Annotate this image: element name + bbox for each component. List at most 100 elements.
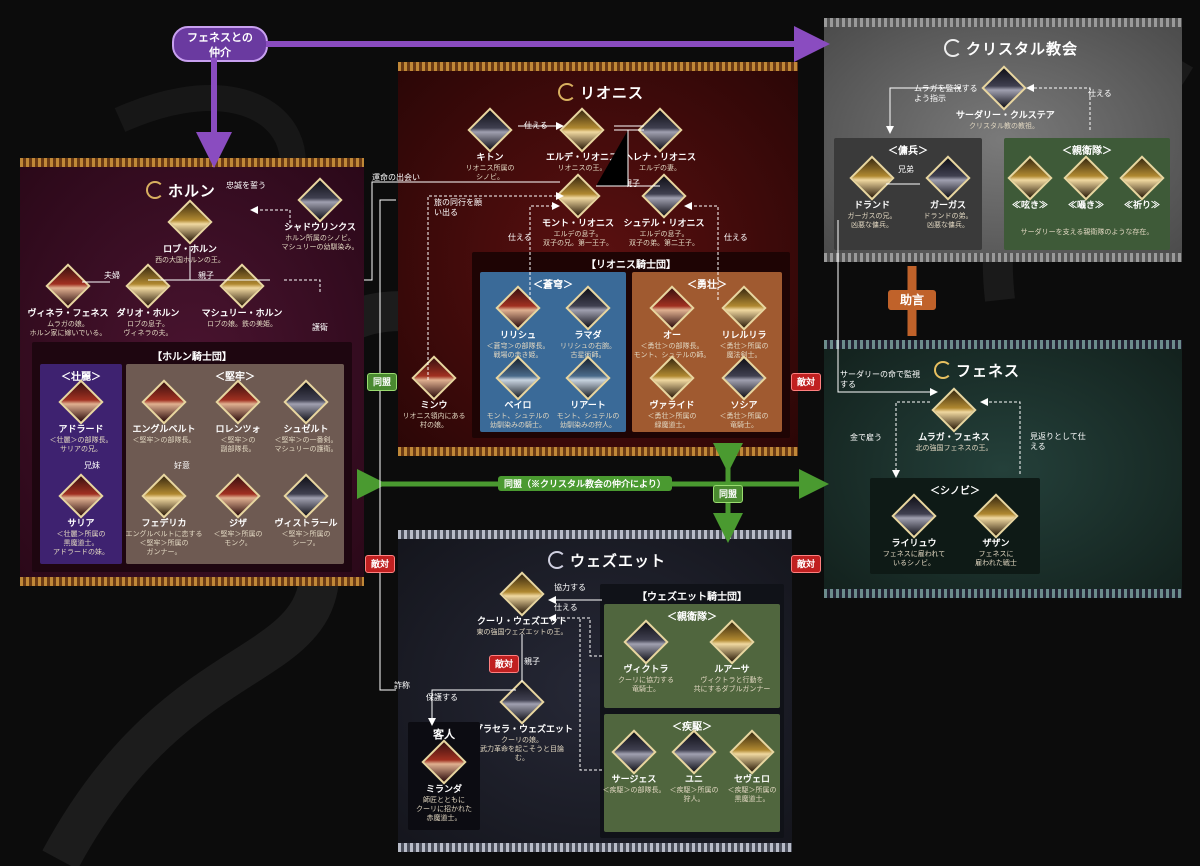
rel-fate: 運命の出会い [372, 173, 420, 182]
char-muraga[interactable]: ムラガ・フェネス北の強国フェネスの王。 [906, 387, 1002, 453]
char-jiza[interactable]: ジザ＜堅牢＞所属の モンク。 [190, 473, 286, 548]
lionis-title: リオニス [558, 82, 644, 103]
char-kiton[interactable]: キトンリオニス所属の シノビ。 [442, 107, 538, 182]
portrait [623, 619, 669, 665]
crystal-panel: クリスタル教会 サーダリー・クルステアクリスタル教の教祖。 ムラガを監視するよう… [824, 18, 1182, 262]
unit-shinobi: ＜シノビ＞ ライリュウフェネスに雇われて いるシノビ。 ザザンフェネスに 雇われ… [870, 478, 1040, 574]
portrait [141, 379, 187, 425]
ally-horn-lionis: 同盟 [367, 367, 397, 397]
char-engelbert[interactable]: エングルベルト＜堅牢＞の部隊長。 [116, 379, 212, 445]
fenes-emblem-icon [934, 361, 952, 379]
portrait [141, 473, 187, 519]
rel-monitor: サーダリーの命で監視する [840, 370, 920, 390]
portrait [555, 173, 601, 219]
crystal-emblem-icon [944, 39, 962, 57]
lionis-knights-title: 【リオニス騎士団】 [586, 260, 676, 271]
char-whisper[interactable]: ≪囁き≫ [1038, 155, 1134, 212]
char-shadowlynx[interactable]: シャドウリンクスホルン所属のシノビ。 マシュリーの幼馴染み。 [272, 177, 368, 252]
portrait [297, 177, 343, 223]
portrait [641, 173, 687, 219]
char-vistral[interactable]: ヴィストラール＜堅牢＞所属の シーフ。 [258, 473, 354, 548]
ally-lionis-wezet: 同盟 [713, 479, 743, 509]
char-kuri[interactable]: クーリ・ウェズエット東の強国ウェズエットの王。 [474, 571, 570, 637]
char-mashury[interactable]: マシュリー・ホルンロブの娘。鉄の美姫。 [194, 263, 290, 329]
char-prayer[interactable]: ≪祈り≫ [1094, 155, 1190, 212]
unit-wezet-guard: ＜親衛隊＞ ヴィクトラクーリに協力する 竜騎士。 ルアーサヴィクトラと行動を 共… [604, 604, 780, 708]
portrait [925, 155, 971, 201]
char-lob[interactable]: ロブ・ホルン西の大国ホルンの王。 [142, 199, 238, 265]
wezet-knights: 【ウェズエット騎士団】 ＜親衛隊＞ ヴィクトラクーリに協力する 竜騎士。 ルアー… [600, 584, 784, 838]
portrait [565, 285, 611, 331]
char-mont[interactable]: モント・リオニスエルデの息子。 双子の兄。第一王子。 [530, 173, 626, 248]
char-mutter[interactable]: ≪呟き≫ [982, 155, 1078, 212]
char-miranda[interactable]: ミランダ師匠とともに クーリに招かれた 赤魔道士。 [396, 739, 492, 823]
horn-knights-title: 【ホルン騎士団】 [152, 352, 232, 363]
char-luasa[interactable]: ルアーサヴィクトラと行動を 共にするダブルガンナー [684, 619, 780, 694]
char-vinera[interactable]: ヴィネラ・フェネスムラガの娘。 ホルン家に嫁いでいる。 [20, 263, 116, 338]
enemy-kuri-grasera: 敵対 [489, 649, 519, 679]
unit-crystal-guard: ＜親衛隊＞ ≪呟き≫ ≪囁き≫ ≪祈り≫ サーダリーを支える親衛隊のような存在。 [1004, 138, 1170, 250]
portrait [565, 355, 611, 401]
char-helena[interactable]: ヘレナ・リオニスエルデの妻。 [612, 107, 708, 173]
advice-label: 助言 [888, 290, 936, 310]
portrait [58, 379, 104, 425]
rel-journey: 旅の同行を願い出る [434, 198, 482, 218]
portrait [981, 65, 1027, 111]
char-sonia[interactable]: ソシア＜勇壮＞所属の 竜騎士。 [696, 355, 792, 430]
char-sages[interactable]: サージェス＜疾駆＞の部隊長。 [586, 729, 682, 795]
char-minu[interactable]: ミンウリオニス領内にある 村の娘。 [386, 355, 482, 430]
rel-parent: 親子 [624, 179, 640, 188]
portrait [495, 285, 541, 331]
char-gargas[interactable]: ガーガスドランドの弟。 凶悪な傭兵。 [900, 155, 996, 230]
char-elde[interactable]: エルデ・リオニスリオニスの王。 [534, 107, 630, 173]
horn-emblem-icon [146, 181, 164, 199]
unit-kenrou: ＜堅牢＞ エングルベルト＜堅牢＞の部隊長。 ロレンツォ＜堅牢＞の 副部隊長。 シ… [126, 364, 344, 564]
portrait [219, 263, 265, 309]
portrait [167, 199, 213, 245]
char-grasera[interactable]: グラセラ・ウェズエットクーリの娘。 武力革命を起こそうと目論む。 [474, 679, 573, 763]
rel-serve-left: 仕える [508, 233, 532, 242]
char-saria[interactable]: サリア＜壮麗＞所属の 黒魔道士。 アドラードの妹。 [33, 473, 129, 557]
rel-sibling: 兄妹 [84, 461, 100, 470]
portrait [411, 355, 457, 401]
horn-knights: 【ホルン騎士団】 ＜壮麗＞ アドラード＜壮麗＞の部隊長。 サリアの兄。 兄妹 サ… [32, 342, 352, 572]
lionis-panel: リオニス キトンリオニス所属の シノビ。 エルデ・リオニスリオニスの王。 ヘレナ… [398, 62, 798, 456]
char-beiro[interactable]: ベイロモント、シュテルの 幼馴染みの騎士。 [470, 355, 566, 430]
rel-parent: 親子 [198, 271, 214, 280]
rel-protect: 保護する [426, 693, 458, 702]
char-federica[interactable]: フェデリカエングルベルトに恋する ＜堅牢＞所属の ガンナー。 [116, 473, 212, 557]
char-liart[interactable]: リアートモント、シュテルの 幼馴染みの狩人。 [540, 355, 636, 430]
rel-escort: 護衛 [312, 323, 328, 332]
char-zazan[interactable]: ザザンフェネスに 雇われた戦士 [948, 493, 1044, 568]
char-dario[interactable]: ダリオ・ホルンロブの息子。 ヴィネラの夫。 [100, 263, 196, 338]
portrait [729, 729, 775, 775]
char-schzelt[interactable]: シュゼルト＜堅牢＞の一番剣。 マシュリーの護衛。 [258, 379, 354, 454]
char-raiyu[interactable]: ライリュウフェネスに雇われて いるシノビ。 [866, 493, 962, 568]
rel-couple: 夫婦 [104, 271, 120, 280]
char-oh[interactable]: オー＜勇壮＞の部隊長。 モント、シュテルの師。 [624, 285, 720, 360]
guard-desc: サーダリーを支える親衛隊のような存在。 [1020, 228, 1154, 236]
horn-panel: ホルン ロブ・ホルン西の大国ホルンの王。 シャドウリンクスホルン所属のシノビ。 … [20, 158, 364, 586]
char-vaaride[interactable]: ヴァライド＜勇壮＞所属の 緑魔道士。 [624, 355, 720, 430]
char-sadaly[interactable]: サーダリー・クルステアクリスタル教の教祖。 [956, 65, 1055, 131]
rel-watch-order: ムラガを監視するよう指示 [914, 84, 978, 104]
char-victra[interactable]: ヴィクトラクーリに協力する 竜騎士。 [598, 619, 694, 694]
wezet-panel: ウェズエット クーリ・ウェズエット東の強国ウェズエットの王。 グラセラ・ウェズエ… [394, 530, 792, 852]
portrait [721, 355, 767, 401]
char-adorado[interactable]: アドラード＜壮麗＞の部隊長。 サリアの兄。 [33, 379, 129, 454]
char-yuni[interactable]: ユニ＜疾駆＞所属の 狩人。 [646, 729, 742, 804]
portrait [215, 473, 261, 519]
rel-brothers: 兄弟 [898, 165, 914, 174]
portrait [58, 473, 104, 519]
portrait [421, 739, 467, 785]
portrait [709, 619, 755, 665]
rel-crush: 好意 [174, 461, 190, 470]
char-lilelilla[interactable]: リレルリラ＜勇壮＞所属の 魔法剣士。 [696, 285, 792, 360]
char-schtel[interactable]: シュテル・リオニスエルデの息子。 双子の弟。第二王子。 [616, 173, 712, 248]
char-sevelo[interactable]: セヴェロ＜疾駆＞所属の 黒魔道士。 [704, 729, 800, 804]
rel-serve: 仕える [524, 121, 548, 130]
char-lorenzo[interactable]: ロレンツォ＜堅牢＞の 副部隊長。 [190, 379, 286, 454]
rel-serve-right: 仕える [724, 233, 748, 242]
fenes-intro-label: フェネスとの仲介 [172, 26, 268, 62]
